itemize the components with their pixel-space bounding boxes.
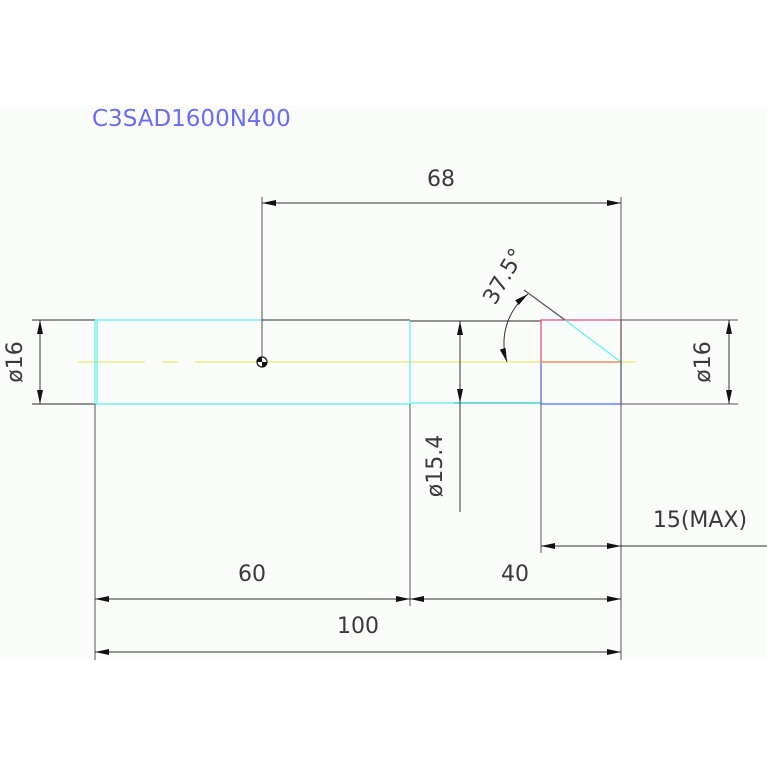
dim-100-text: 100 (337, 614, 379, 639)
extension-lines (94, 197, 738, 660)
dimension-lines (37, 200, 767, 655)
dim-angle-arc (499, 293, 529, 363)
dim-neck-dia-text: ø15.4 (423, 435, 448, 497)
dim-right-dia-text: ø16 (691, 341, 716, 382)
dim-left-dia-text: ø16 (3, 341, 28, 382)
part-number-title: C3SAD1600N400 (92, 106, 291, 132)
shank-body (32, 319, 411, 405)
dim-40-text: 40 (501, 562, 529, 587)
dim-68-text: 68 (427, 167, 455, 192)
drawing-area (0, 105, 767, 660)
dim-15max-text: 15(MAX) (653, 508, 747, 533)
reference-point-icon (256, 356, 268, 368)
dim-60-text: 60 (238, 562, 266, 587)
